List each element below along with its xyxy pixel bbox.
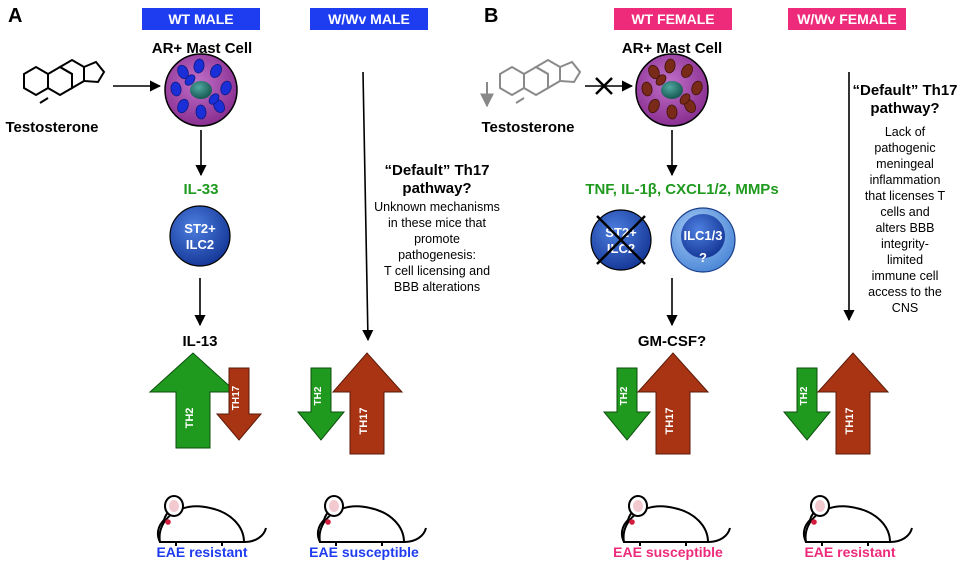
panel-a-default-text-line: BBB alterations: [394, 280, 480, 294]
panel-b-default-text-line: immune cell: [872, 269, 939, 283]
panel-a-wt-th2-up-arrow: TH2: [148, 352, 238, 449]
panel-b-default-text-line: access to the: [868, 285, 942, 299]
panel-a-wwv-th17-up-arrow: TH17: [331, 352, 404, 455]
panel-b-ilc2-cell: ST2+ ILC2: [590, 209, 652, 271]
panel-a-default-title-1: “Default” Th17: [384, 162, 489, 179]
panel-b-default-title-1: “Default” Th17: [852, 82, 957, 99]
panel-b-wwv-th2-down-arrow: TH2: [782, 367, 832, 441]
panel-a-wt-mouse: [156, 495, 267, 547]
panel-a-wwv-outcome: EAE susceptible: [309, 544, 419, 560]
panel-b-default-text-line: alters BBB: [875, 221, 934, 235]
panel-b-wwv-header-label: W/Wv FEMALE: [797, 11, 897, 27]
panel-a-wwv-th2-label: TH2: [313, 386, 324, 405]
panel-a-wwv-header-label: W/Wv MALE: [328, 11, 410, 27]
panel-a-il33-label: IL-33: [183, 181, 218, 198]
panel-b-wt-th2-label: TH2: [619, 386, 630, 405]
panel-b-block-x-icon: [595, 77, 613, 95]
panel-a-default-text-line: Unknown mechanisms: [374, 200, 500, 214]
panel-b-ilc13-cell: ILC1/3 ?: [670, 207, 736, 273]
panel-a-mast-cell: [164, 53, 238, 127]
panel-b-default-text: Lack of pathogenic meningeal inflammatio…: [865, 125, 946, 315]
panel-b-wwv-outcome: EAE resistant: [804, 544, 895, 560]
panel-b-wt-th2-down-arrow: TH2: [602, 367, 652, 441]
panel-b-default-text-line: CNS: [892, 301, 918, 315]
panel-b-default-text-line: cells and: [880, 205, 929, 219]
panel-a-mast-cell-granules: [170, 58, 232, 120]
panel-b-default-text-line: integrity-: [881, 237, 929, 251]
panel-a-hormone-label: Testosterone: [5, 119, 98, 136]
panel-b-mast-cell: [635, 53, 709, 127]
panel-b-ilc2-cross-icon: [596, 215, 646, 265]
panel-b-ilc2-line2: ILC2: [607, 241, 635, 256]
panel-a-mast-cell-nucleus: [190, 81, 212, 99]
panel-b-cytokines-label: TNF, IL-1β, CXCL1/2, MMPs: [585, 181, 778, 198]
panel-b-ilc13-line1: ILC1/3: [683, 228, 722, 243]
panel-a-wt-header-label: WT MALE: [168, 11, 233, 27]
panel-b-hormone-label: Testosterone: [481, 119, 574, 136]
panel-b-mast-cell-granules: [641, 58, 703, 120]
panel-a-steroid-double-bond: [39, 97, 49, 104]
panel-a-wt-th17-down-arrow: TH17: [215, 367, 263, 441]
panel-b-gmcsf-label: GM-CSF?: [638, 333, 706, 350]
panel-b-letter: B: [484, 5, 498, 27]
panel-a-wwv-header: [310, 8, 428, 30]
panel-a-ilc2-cell: ST2+ ILC2: [169, 205, 231, 267]
panel-a-default-text-line: T cell licensing and: [384, 264, 490, 278]
panel-a-testosterone-structure: [23, 59, 105, 96]
panel-b-wwv-header: [788, 8, 906, 30]
panel-b-steroid-double-bond: [515, 97, 525, 104]
panel-a-default-title-2: pathway?: [402, 180, 471, 197]
panel-b-wt-header-label: WT FEMALE: [631, 11, 714, 27]
panel-b-wt-header: [614, 8, 732, 30]
panel-a-il13-label: IL-13: [182, 333, 217, 350]
panel-a-default-text: Unknown mechanisms in these mice that pr…: [374, 200, 500, 294]
panel-a-wt-header: [142, 8, 260, 30]
panel-a-cell-label: AR+ Mast Cell: [152, 40, 252, 57]
panel-a-default-text-line: promote: [414, 232, 460, 246]
panel-a-default-text-line: pathogenesis:: [398, 248, 476, 262]
panel-a-ilc2-line2: ILC2: [186, 237, 214, 252]
panel-b-mast-cell-nucleus: [661, 81, 683, 99]
panel-a-letter: A: [8, 5, 22, 27]
panel-b-wt-th17-label: TH17: [664, 408, 676, 435]
panel-b-ilc13-line2: ?: [699, 250, 707, 265]
panel-b-wwv-mouse: [802, 495, 913, 547]
panel-b-default-text-line: Lack of: [885, 125, 926, 139]
panel-b-default-title-2: pathway?: [870, 100, 939, 117]
panel-b-wwv-th17-label: TH17: [844, 408, 856, 435]
panel-b-cell-label: AR+ Mast Cell: [622, 40, 722, 57]
panel-b-default-text-line: that licenses T: [865, 189, 946, 203]
panel-a-ilc2-line1: ST2+: [184, 221, 216, 236]
panel-a-wwv-default-arrow: [362, 71, 374, 342]
panel-b-ilc2-line1: ST2+: [605, 225, 637, 240]
panel-b-default-text-line: pathogenic: [874, 141, 935, 155]
panel-a-wwv-th2-down-arrow: TH2: [296, 367, 346, 441]
panel-b-wwv-th2-label: TH2: [799, 386, 810, 405]
panel-a-wt-outcome: EAE resistant: [156, 544, 247, 560]
panel-a-wwv-th17-label: TH17: [358, 408, 370, 435]
panel-b-wwv-th17-up-arrow: TH17: [816, 352, 890, 455]
panel-a-wt-th17-label: TH17: [231, 385, 242, 410]
panel-b-wt-outcome: EAE susceptible: [613, 544, 723, 560]
panel-b-default-text-line: meningeal: [876, 157, 934, 171]
panel-a-wt-th2-label: TH2: [184, 408, 196, 429]
panel-a-wwv-mouse: [316, 495, 427, 547]
panel-a-default-text-line: in these mice that: [388, 216, 486, 230]
panel-b-wt-mouse: [620, 495, 731, 547]
panel-b-wt-th17-up-arrow: TH17: [636, 352, 710, 455]
panel-b-default-text-line: limited: [887, 253, 923, 267]
panel-b-default-text-line: inflammation: [870, 173, 941, 187]
panel-b-testosterone-structure: [499, 59, 581, 96]
